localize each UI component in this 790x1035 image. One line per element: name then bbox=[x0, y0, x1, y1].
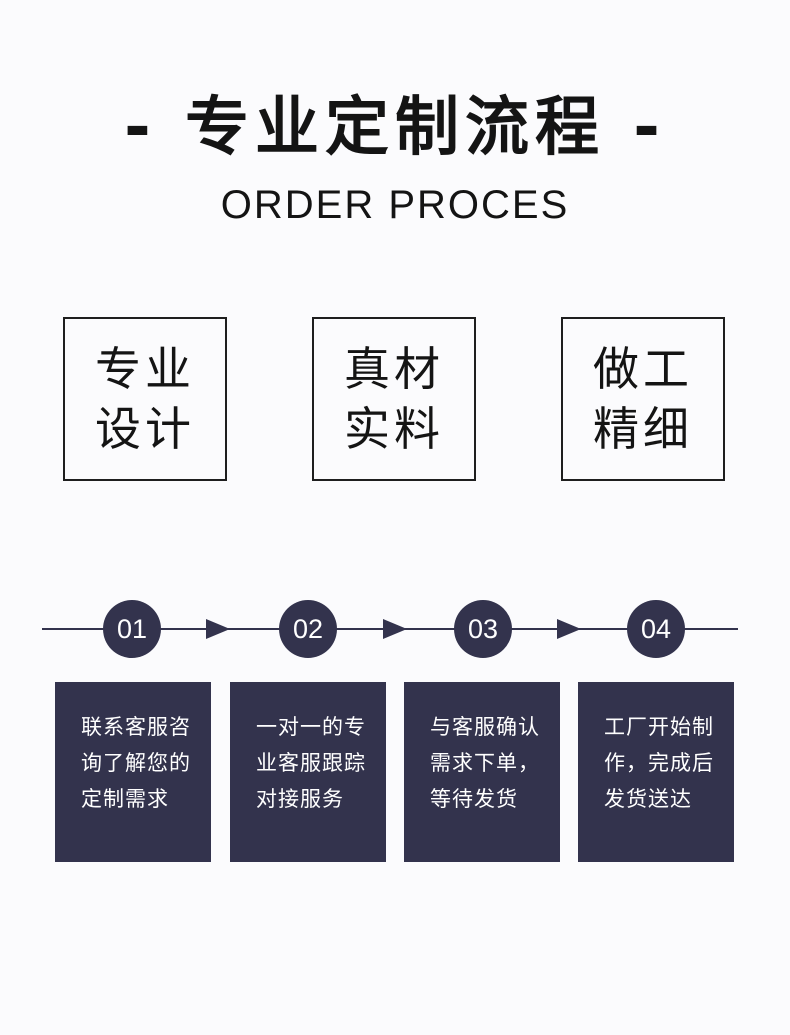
step-card-text: 一对一的专 bbox=[256, 715, 366, 739]
feature-text-line1: 真材 bbox=[344, 342, 444, 396]
step-card-delivery: 工厂开始制 作，完成后 发货送达 bbox=[578, 682, 734, 862]
step-card-contact: 联系客服咨 询了解您的 定制需求 bbox=[55, 682, 211, 862]
step-card-text: 与客服确认 bbox=[430, 715, 540, 739]
step-card-text: 业客服跟踪 bbox=[256, 751, 366, 775]
step-card-text: 等待发货 bbox=[430, 787, 518, 811]
step-number-badge: 02 bbox=[279, 600, 337, 658]
step-number-badge: 03 bbox=[454, 600, 512, 658]
step-card-text: 需求下单， bbox=[430, 751, 540, 775]
step-card-text: 询了解您的 bbox=[81, 751, 191, 775]
feature-text-line2: 精细 bbox=[593, 402, 693, 456]
feature-text-line2: 实料 bbox=[344, 402, 444, 456]
feature-text-line1: 专业 bbox=[95, 342, 195, 396]
feature-text-line1: 做工 bbox=[593, 342, 693, 396]
step-card-text: 工厂开始制 bbox=[604, 715, 714, 739]
process-timeline: 01 02 03 04 bbox=[0, 598, 790, 662]
step-card-text: 作，完成后 bbox=[604, 751, 714, 775]
page-subtitle: ORDER PROCES bbox=[220, 183, 570, 227]
arrow-right-icon bbox=[557, 619, 581, 639]
page-title: - 专业定制流程 - bbox=[124, 91, 666, 165]
step-number-badge: 04 bbox=[627, 600, 685, 658]
feature-box-workmanship: 做工 精细 bbox=[561, 317, 725, 481]
arrow-right-icon bbox=[383, 619, 407, 639]
step-card-text: 对接服务 bbox=[256, 787, 344, 811]
step-card-order: 与客服确认 需求下单， 等待发货 bbox=[404, 682, 560, 862]
step-card-service: 一对一的专 业客服跟踪 对接服务 bbox=[230, 682, 386, 862]
feature-box-materials: 真材 实料 bbox=[312, 317, 476, 481]
step-number-badge: 01 bbox=[103, 600, 161, 658]
step-card-text: 定制需求 bbox=[81, 787, 169, 811]
step-card-text: 联系客服咨 bbox=[81, 715, 191, 739]
feature-text-line2: 设计 bbox=[95, 402, 195, 456]
step-card-text: 发货送达 bbox=[604, 787, 692, 811]
feature-box-design: 专业 设计 bbox=[63, 317, 227, 481]
arrow-right-icon bbox=[206, 619, 230, 639]
